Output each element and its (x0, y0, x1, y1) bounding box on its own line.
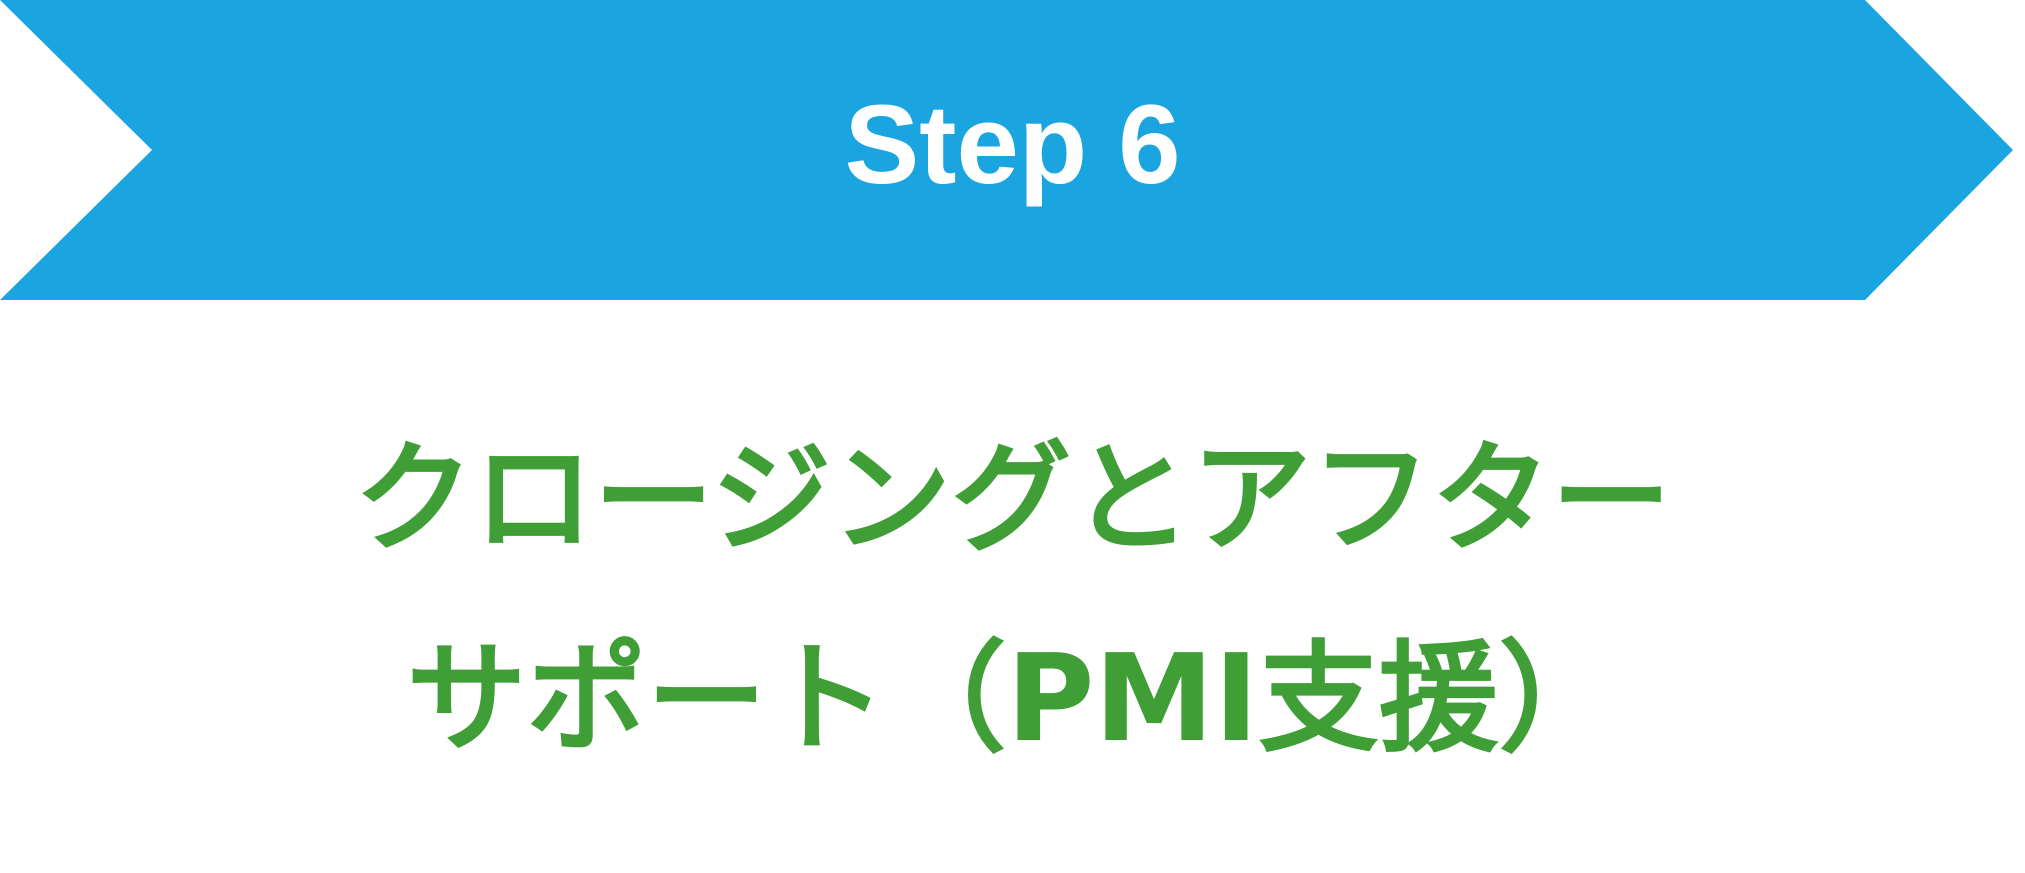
step-title-line-1: クロージングとアフター (353, 430, 1672, 569)
step-title: クロージングとアフター サポート（PMI支援） (0, 400, 2025, 800)
step-label: Step 6 (844, 82, 1181, 207)
step-title-line-2: サポート（PMI支援） (406, 630, 1619, 769)
step-banner-arrow (0, 0, 2013, 300)
banner-shape (0, 0, 2013, 300)
